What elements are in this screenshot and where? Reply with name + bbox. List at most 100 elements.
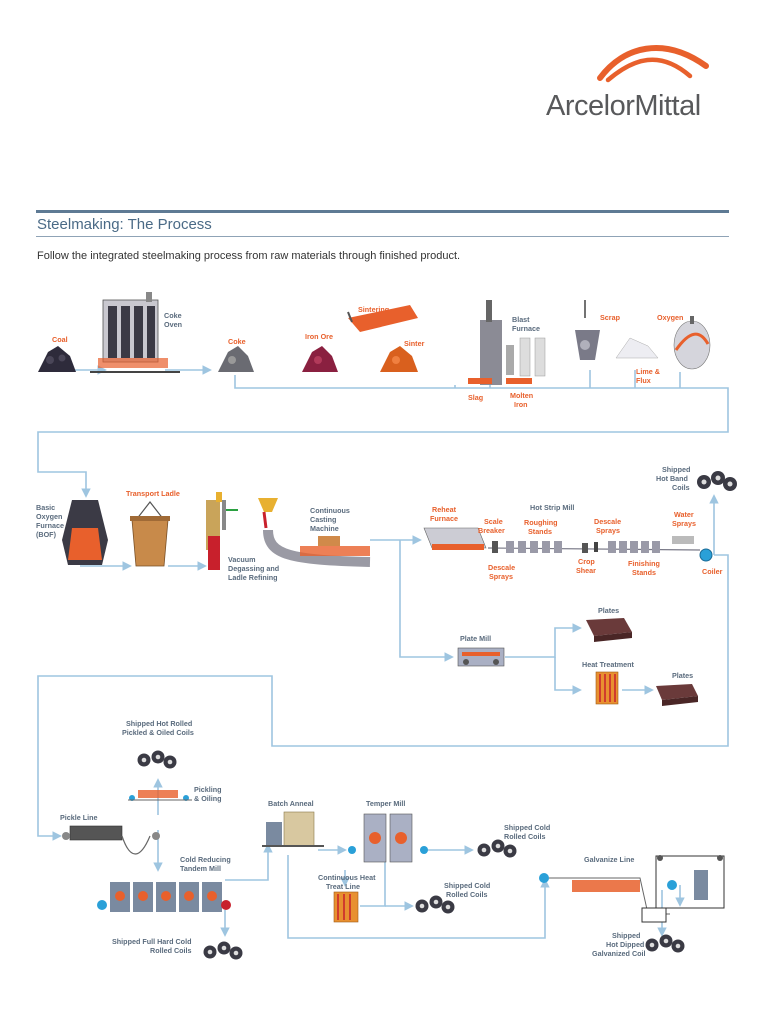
- crop-shear-label-1: Crop: [578, 557, 595, 566]
- heat-treatment-icon: [595, 671, 619, 705]
- continuous-heat-label-2: Treat Line: [326, 882, 360, 891]
- descale-sprays-a-label-2: Sprays: [489, 572, 513, 581]
- arcelormittal-logo-icon: [597, 45, 709, 83]
- scale-breaker-label-2: Breaker: [478, 526, 505, 535]
- vacuum-label-2: Degassing and: [228, 564, 279, 573]
- reheat-label-2: Furnace: [430, 514, 458, 523]
- plate-mill-label: Plate Mill: [460, 634, 491, 643]
- bof-label-1: Basic: [36, 503, 55, 512]
- molten-iron-label-1: Molten: [510, 391, 533, 400]
- scrap-label: Scrap: [600, 313, 621, 322]
- shipped-hot-band-label-1: Shipped: [662, 465, 690, 474]
- pickling-label-1: Pickling: [194, 785, 222, 794]
- caster-label-2: Casting: [310, 515, 336, 524]
- reheat-furnace-icon: [423, 527, 487, 550]
- shipped-hot-rolled-label-1: Shipped Hot Rolled: [126, 719, 192, 728]
- bof-label-2: Oxygen: [36, 512, 62, 521]
- cold-reducing-label-2: Tandem Mill: [180, 864, 221, 873]
- lime-flux-pile-icon: [615, 337, 659, 359]
- pickling-label-2: & Oiling: [194, 794, 222, 803]
- temper-mill-icon: [348, 813, 428, 863]
- caster-label-3: Machine: [310, 524, 339, 533]
- roughing-label-1: Roughing: [524, 518, 558, 527]
- coke-pile-icon: [218, 346, 254, 372]
- pickle-line-icon: [62, 825, 160, 855]
- tandem-mill-icon: [97, 882, 231, 912]
- brand-name: ArcelorMittal: [546, 90, 701, 122]
- finishing-label-1: Finishing: [628, 559, 660, 568]
- water-sprays-label-2: Sprays: [672, 519, 696, 528]
- bof-furnace-icon: [62, 500, 108, 565]
- sintering-label: Sintering: [358, 305, 389, 314]
- shipped-full-hard-label-1: Shipped Full Hard Cold: [112, 937, 191, 946]
- cold-rolled-coils-b-icon: [415, 895, 455, 914]
- shipped-cold-a-label-1: Shipped Cold: [504, 823, 550, 832]
- vacuum-label-1: Vacuum: [228, 555, 256, 564]
- shipped-cold-b-label-2: Rolled Coils: [446, 890, 488, 899]
- crop-shear-label-2: Shear: [576, 566, 596, 575]
- shipped-cold-a-label-2: Rolled Coils: [504, 832, 546, 841]
- hot-strip-mill-icon: [487, 536, 701, 553]
- iron-ore-label: Iron Ore: [305, 332, 333, 341]
- sintering-machine-icon: [347, 305, 418, 332]
- coke-oven-label-2: Oven: [164, 320, 182, 329]
- sinter-label: Sinter: [404, 339, 425, 348]
- plates-b-label: Plates: [672, 671, 693, 680]
- blast-furnace-label-1: Blast: [512, 315, 530, 324]
- continuous-caster-icon: [258, 498, 371, 567]
- finishing-label-2: Stands: [632, 568, 656, 577]
- roughing-label-2: Stands: [528, 527, 552, 536]
- coal-pile-icon: [38, 346, 76, 372]
- shipped-hot-band-label-2: Hot Band: [656, 474, 688, 483]
- blast-furnace-label-2: Furnace: [512, 324, 540, 333]
- molten-iron-label-2: Iron: [514, 400, 528, 409]
- reheat-label-1: Reheat: [432, 505, 457, 514]
- shipped-hot-band-label-3: Coils: [672, 483, 690, 492]
- pickle-line-label: Pickle Line: [60, 813, 98, 822]
- coiler-label: Coiler: [702, 567, 723, 576]
- vacuum-degasser-icon: [206, 492, 238, 570]
- continuous-heat-treat-icon: [333, 891, 359, 923]
- plates-a-label: Plates: [598, 606, 619, 615]
- scrap-bucket-icon: [575, 300, 600, 360]
- cold-rolled-coils-a-icon: [477, 839, 517, 858]
- descale-sprays-b-label-1: Descale: [594, 517, 621, 526]
- plates-b-icon: [656, 684, 698, 706]
- heat-treatment-label: Heat Treatment: [582, 660, 635, 669]
- vacuum-label-3: Ladle Refining: [228, 573, 278, 582]
- transport-ladle-label: Transport Ladle: [126, 489, 180, 498]
- descale-sprays-a-label-1: Descale: [488, 563, 515, 572]
- bof-label-3: Furnace: [36, 521, 64, 530]
- lime-flux-label-2: Flux: [636, 376, 651, 385]
- bof-label-4: (BOF): [36, 530, 57, 539]
- flow-lines: [37, 365, 729, 939]
- shipped-cold-b-label-1: Shipped Cold: [444, 881, 490, 890]
- shipped-galv-label-1: Shipped: [612, 931, 640, 940]
- hot-strip-mill-label: Hot Strip Mill: [530, 503, 574, 512]
- coiler-icon: [699, 548, 713, 562]
- shipped-full-hard-label-2: Rolled Coils: [150, 946, 192, 955]
- transport-ladle-icon: [130, 501, 170, 567]
- temper-mill-label: Temper Mill: [366, 799, 405, 808]
- hot-band-coils-icon: [697, 471, 737, 491]
- scale-breaker-label-1: Scale: [484, 517, 503, 526]
- sinter-pile-icon: [380, 346, 418, 372]
- header-rule: [36, 210, 729, 213]
- slag-label: Slag: [468, 393, 483, 402]
- oxygen-label: Oxygen: [657, 313, 683, 322]
- oxygen-tank-icon: [673, 316, 711, 370]
- pickling-oiling-icon: [128, 790, 192, 801]
- continuous-heat-label-1: Continuous Heat: [318, 873, 376, 882]
- batch-anneal-label: Batch Anneal: [268, 799, 314, 808]
- batch-anneal-icon: [262, 811, 324, 847]
- coke-oven-icon: [90, 292, 180, 373]
- cold-reducing-label-1: Cold Reducing: [180, 855, 231, 864]
- full-hard-coils-icon: [203, 941, 243, 960]
- coke-oven-label-1: Coke: [164, 311, 182, 320]
- shipped-hot-rolled-label-2: Pickled & Oiled Coils: [122, 728, 194, 737]
- shipped-galv-label-3: Galvanized Coil: [592, 949, 646, 958]
- plates-a-icon: [586, 618, 632, 642]
- shipped-galv-label-2: Hot Dipped: [606, 940, 644, 949]
